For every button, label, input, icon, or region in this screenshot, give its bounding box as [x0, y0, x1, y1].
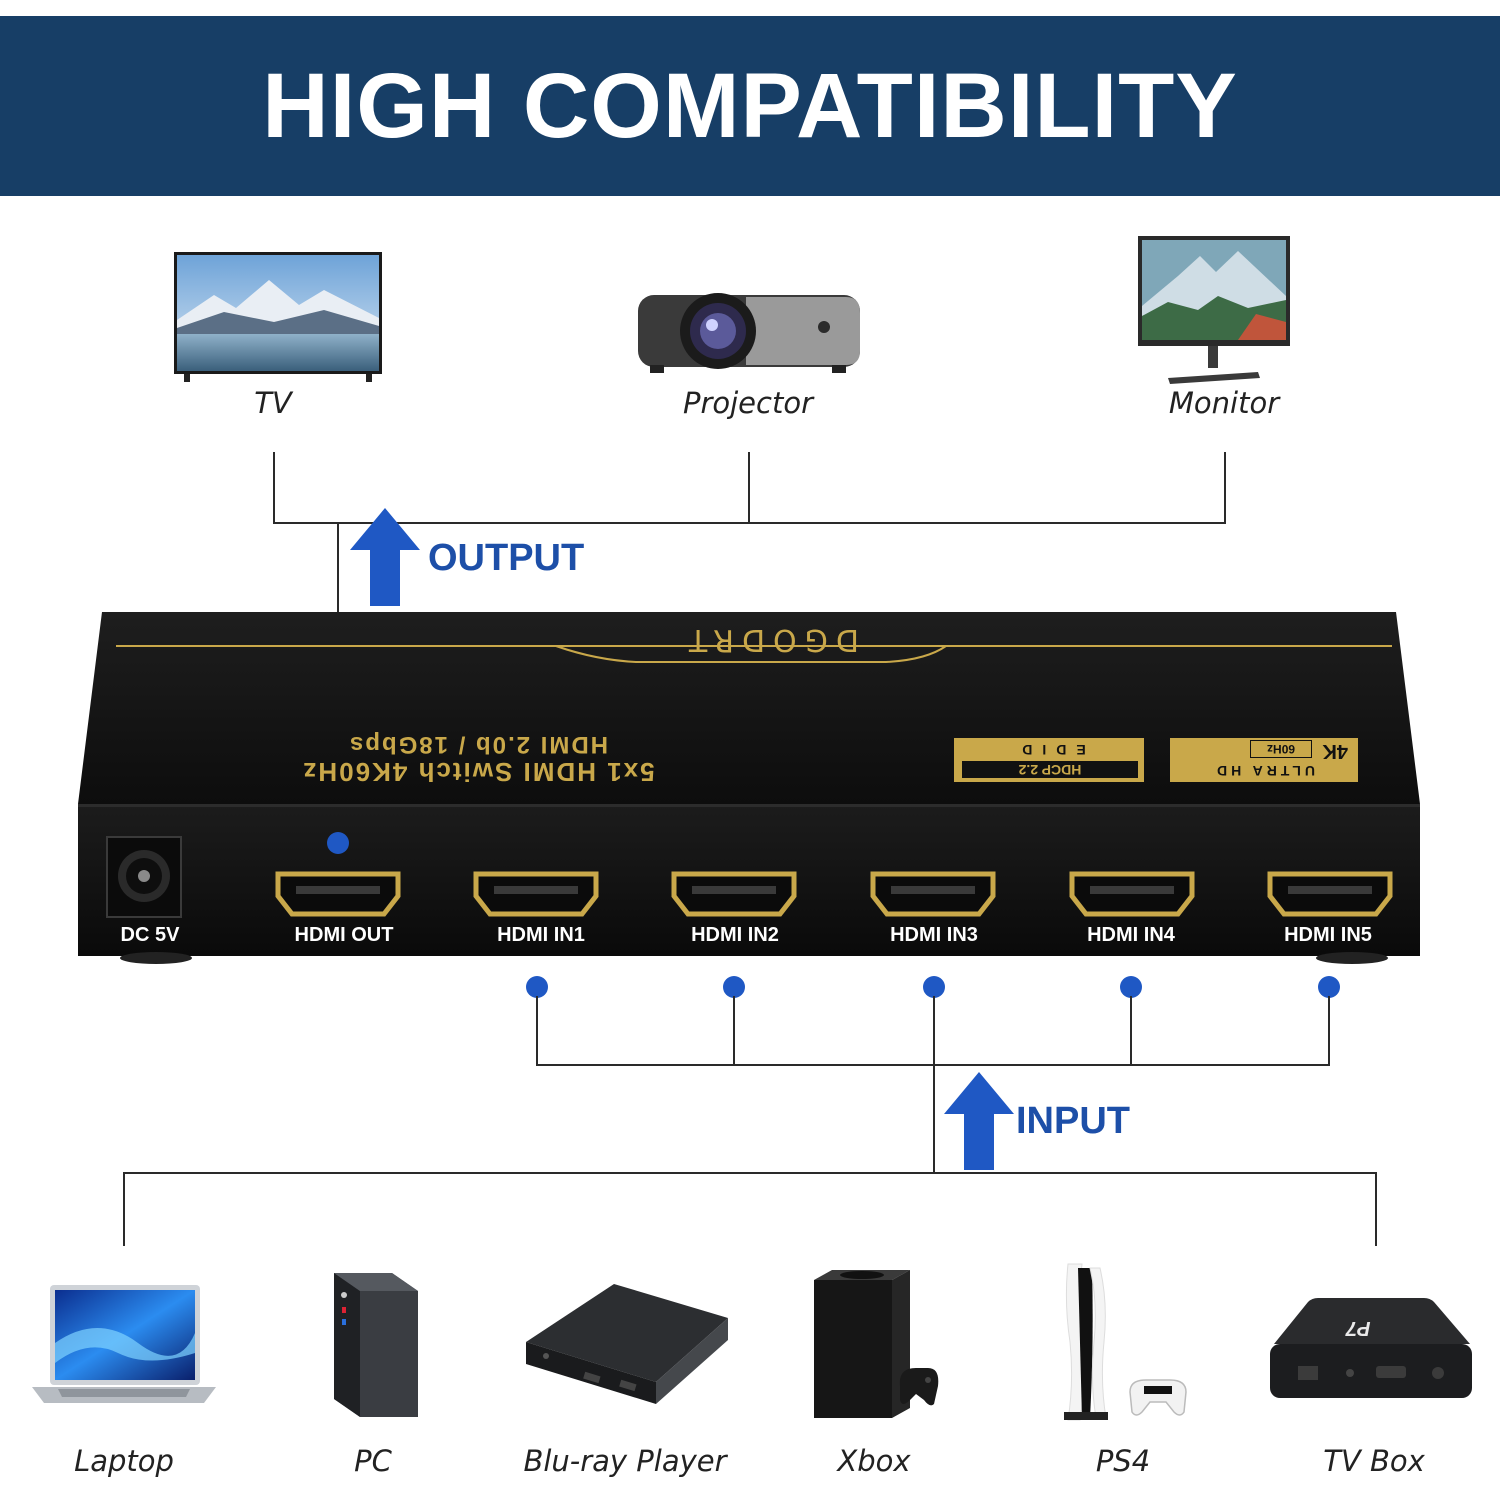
output-bus — [273, 522, 1226, 524]
switch-model-line-1: 5x1 HDMI Switch 4K60Hz — [301, 757, 655, 787]
badge-ultra-text: ULTRA HD — [1213, 763, 1315, 779]
hdmi-in4-port-icon[interactable] — [1068, 870, 1196, 918]
output-wire-projector — [748, 452, 750, 524]
projector-icon — [638, 293, 860, 373]
input-device-label-pc: PC — [354, 1444, 392, 1478]
tv-icon — [174, 252, 382, 382]
tv-box-logo-text: P7 — [1346, 1317, 1371, 1339]
badge-4k-ultra-hd: ULTRA HD 4K 60Hz — [1170, 738, 1358, 782]
monitor-icon — [1138, 236, 1290, 384]
input-dot-in5 — [1318, 976, 1340, 998]
tv-box-icon — [1270, 1298, 1472, 1398]
input-device-label-bluray: Blu-ray Player — [523, 1444, 727, 1478]
laptop-icon — [32, 1285, 216, 1403]
output-arrow-icon — [350, 508, 420, 606]
badge-hdcp-edid: HDCP 2.2 EDID — [954, 738, 1144, 782]
output-wire-monitor — [1224, 452, 1226, 524]
input-wire-in1 — [536, 996, 538, 1066]
pc-tower-icon — [334, 1273, 418, 1417]
input-dot-in4 — [1120, 976, 1142, 998]
xbox-console-icon — [814, 1270, 939, 1418]
input-device-label-xbox: Xbox — [837, 1444, 911, 1478]
output-wire-tv — [273, 452, 275, 524]
hdmi-out-port-icon[interactable] — [274, 870, 402, 918]
page-title: HIGH COMPATIBILITY — [262, 54, 1238, 157]
dc-power-jack-icon — [106, 836, 182, 918]
input-wire-in4 — [1130, 996, 1132, 1066]
input-device-label-laptop: Laptop — [74, 1444, 174, 1478]
input-drop-right — [1375, 1172, 1377, 1246]
port-label-hdmi-in2: HDMI IN2 — [691, 924, 779, 946]
hdmi-in3-port-icon[interactable] — [869, 870, 997, 918]
input-bus-bottom — [123, 1172, 1377, 1174]
output-connection-dot — [327, 832, 349, 854]
port-label-hdmi-in5: HDMI IN5 — [1284, 924, 1372, 946]
hdmi-in2-port-icon[interactable] — [670, 870, 798, 918]
input-arrow-icon — [944, 1072, 1014, 1170]
hdmi-in1-port-icon[interactable] — [472, 870, 600, 918]
input-dot-in2 — [723, 976, 745, 998]
hdmi-in5-port-icon[interactable] — [1266, 870, 1394, 918]
ps-console-icon — [1064, 1263, 1187, 1421]
badge-60hz-text: 60Hz — [1250, 740, 1312, 758]
output-device-label-tv: TV — [254, 386, 292, 420]
input-wire-in2 — [733, 996, 735, 1066]
input-dot-in3 — [923, 976, 945, 998]
input-dot-in1 — [526, 976, 548, 998]
port-label-hdmi-in4: HDMI IN4 — [1087, 924, 1175, 946]
input-drop-left — [123, 1172, 125, 1246]
input-device-label-ps4: PS4 — [1095, 1444, 1151, 1478]
input-label: INPUT — [1016, 1100, 1130, 1142]
badge-4k-text: 4K — [1322, 740, 1348, 762]
port-label-hdmi-out: HDMI OUT — [294, 924, 394, 946]
output-device-label-projector: Projector — [682, 386, 814, 420]
badge-hdcp-text: HDCP 2.2 — [962, 761, 1138, 778]
output-device-label-monitor: Monitor — [1168, 386, 1280, 420]
port-label-dc-5v: DC 5V — [120, 924, 180, 946]
header-banner: HIGH COMPATIBILITY — [0, 16, 1500, 196]
input-device-label-tv-box: TV Box — [1323, 1444, 1425, 1478]
output-label: OUTPUT — [428, 537, 585, 579]
switch-brand-logo: DGODRT — [680, 622, 860, 657]
port-label-hdmi-in1: HDMI IN1 — [497, 924, 585, 946]
input-trunk — [933, 996, 935, 1174]
switch-model-line-2: HDMI 2.0b / 18Gbps — [347, 731, 609, 758]
port-label-hdmi-in3: HDMI IN3 — [890, 924, 978, 946]
bluray-player-icon — [526, 1284, 728, 1404]
input-wire-in5 — [1328, 996, 1330, 1066]
badge-edid-text: EDID — [1012, 742, 1086, 758]
